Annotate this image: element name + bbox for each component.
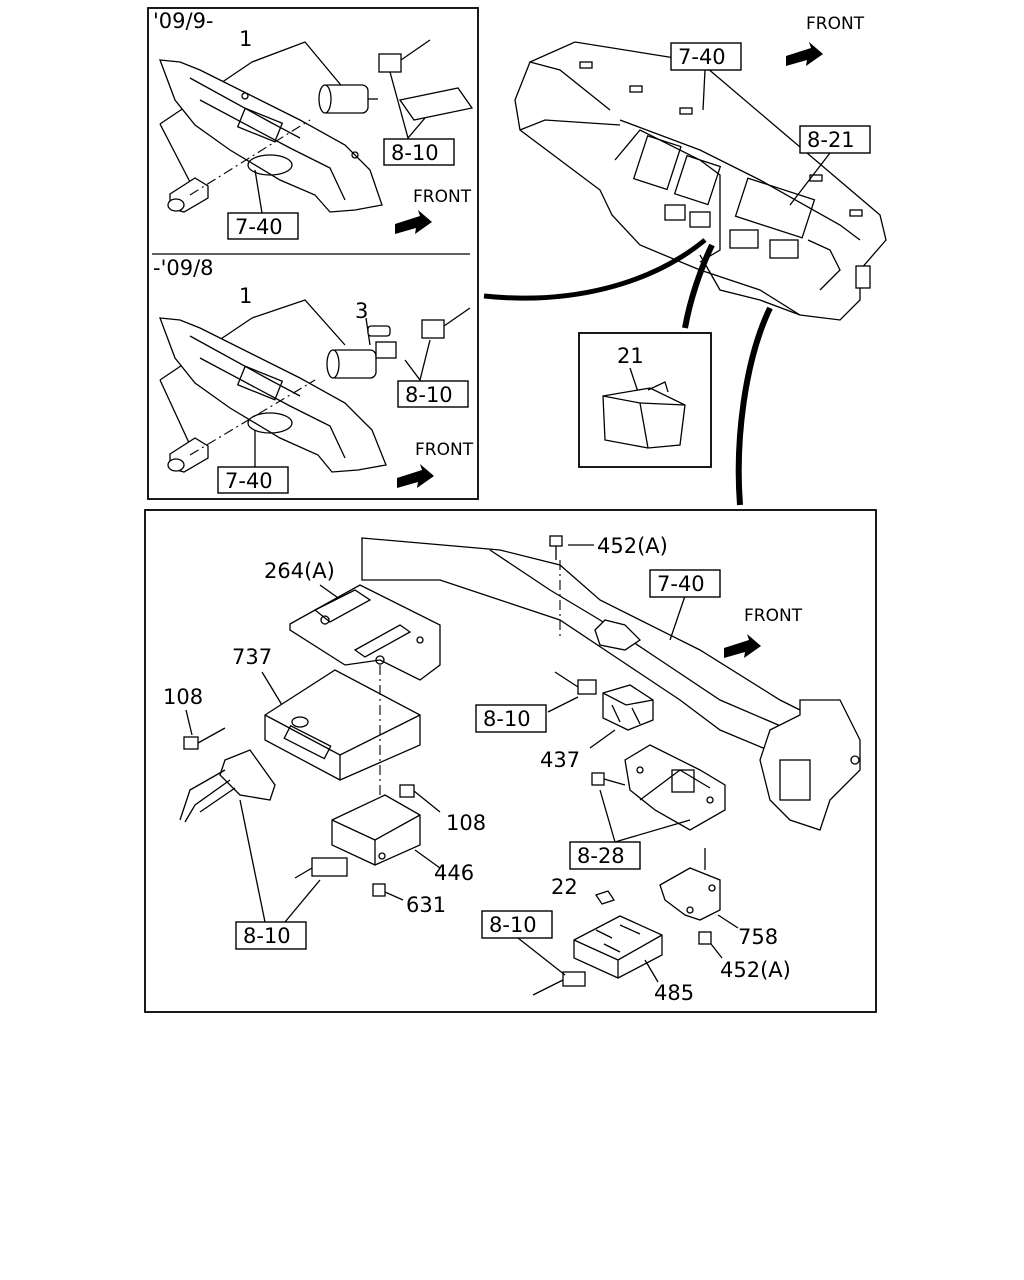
callout-631: 631 — [406, 893, 446, 917]
main-assembly-frame — [144, 509, 877, 1013]
callout-3: 3 — [355, 299, 368, 323]
date-label-lower: -'09/8 — [153, 256, 214, 280]
ref-7-40-main: 7-40 — [657, 572, 705, 596]
screw-631: 631 — [372, 883, 446, 917]
front-arrow-inset-upper — [395, 210, 432, 234]
screw-108-right: 108 — [399, 784, 486, 835]
callout-108-left: 108 — [163, 685, 203, 709]
callout-1-lower: 1 — [239, 284, 252, 308]
ref-8-10-e: 8-10 — [489, 913, 537, 937]
callout-1-upper: 1 — [239, 27, 252, 51]
bolt-452a-bottom: 452(A) — [698, 931, 791, 982]
switch-panel-lower — [159, 317, 387, 473]
module-485: 485 8-10 — [481, 910, 694, 1005]
front-arrow-top — [786, 42, 823, 66]
ref-8-10-d: 8-10 — [483, 707, 531, 731]
front-arrow-main — [724, 634, 761, 658]
bolt-452a-top: 452(A) — [549, 534, 668, 560]
detail-box-21: 21 — [578, 332, 712, 468]
knob-upper — [167, 177, 209, 213]
ref-8-28: 8-28 — [577, 844, 625, 868]
front-label-inset-upper: FRONT — [413, 187, 472, 207]
ref-7-40-a: 7-40 — [235, 215, 283, 239]
callout-758: 758 — [738, 925, 778, 949]
relay-437: 8-10 437 — [475, 671, 654, 772]
inset-lower: -'09/8 1 3 8-10 7-40 FRONT — [153, 256, 474, 494]
front-label-top: FRONT — [806, 14, 865, 34]
front-label-main: FRONT — [744, 606, 803, 626]
bracket-8-28: 8-28 — [569, 744, 726, 870]
ref-8-10-a: 8-10 — [391, 141, 439, 165]
ignition-switch-upper — [318, 84, 378, 114]
callout-452a-bottom: 452(A) — [720, 958, 791, 982]
ref-8-10-c: 8-10 — [243, 924, 291, 948]
switch-21 — [602, 387, 686, 449]
callout-437: 437 — [540, 748, 580, 772]
switch-panel-upper — [159, 59, 383, 213]
ref-7-40-b: 7-40 — [225, 469, 273, 493]
screw-108-left: 108 — [163, 685, 226, 750]
ecu-737: 737 — [232, 645, 421, 855]
callout-108-right: 108 — [446, 811, 486, 835]
pad-upper — [398, 87, 474, 121]
module-446: 446 — [331, 794, 474, 885]
bracket-758: 758 — [659, 848, 778, 949]
dashboard-overview: FRONT 7-40 8-21 — [514, 14, 887, 321]
ref-8-21: 8-21 — [807, 128, 855, 152]
pointer-lines — [483, 238, 773, 506]
callout-21: 21 — [617, 344, 644, 368]
callout-446: 446 — [434, 861, 474, 885]
connector-upper — [378, 53, 402, 73]
ref-7-40-dashboard: 7-40 — [678, 45, 726, 69]
inset-panel-versions — [147, 7, 479, 500]
callout-22: 22 — [551, 875, 578, 899]
callout-737: 737 — [232, 645, 272, 669]
callout-452a-top: 452(A) — [597, 534, 668, 558]
knob-lower — [167, 437, 209, 473]
part-22: 22 — [551, 875, 616, 905]
date-label-upper: '09/9- — [153, 9, 214, 33]
callout-485: 485 — [654, 981, 694, 1005]
front-label-inset-lower: FRONT — [415, 440, 474, 460]
inset-upper: '09/9- 1 8-10 — [153, 9, 474, 240]
harness-connector — [179, 749, 348, 923]
front-arrow-inset-lower — [397, 464, 434, 488]
ignition-switch-lower — [326, 317, 397, 379]
connector-lower — [421, 319, 445, 339]
callout-264a: 264(A) — [264, 559, 335, 583]
ref-8-10-b: 8-10 — [405, 383, 453, 407]
cross-member: 7-40 FRONT — [361, 537, 861, 831]
bracket-264a: 264(A) — [264, 559, 441, 681]
